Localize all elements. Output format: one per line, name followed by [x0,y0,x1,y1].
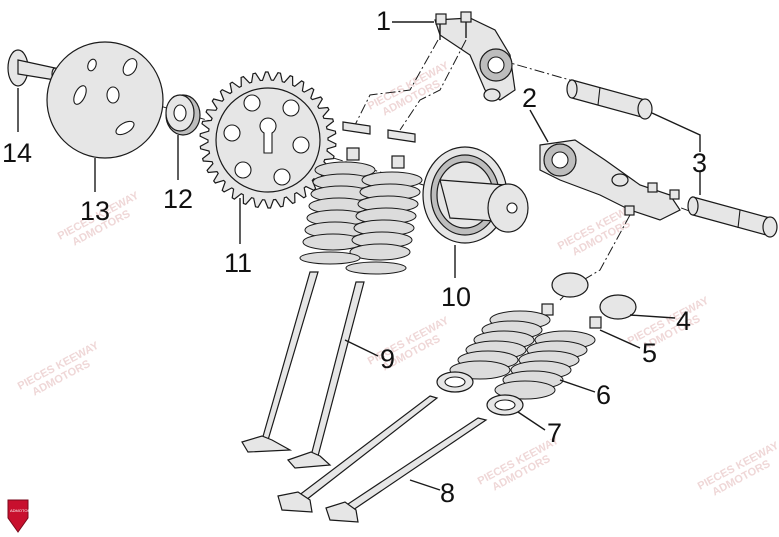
leader-9 [344,339,379,357]
part-12-spacer [165,94,201,136]
axis-line-valve-left [354,39,439,126]
leader-2 [529,109,549,143]
leader-8 [409,479,441,491]
part-6-valve-spring-left [449,310,551,380]
leader-4 [629,314,676,319]
callout-8: 8 [440,478,455,508]
leader-3-upper [651,112,701,152]
part-9-valve-left [241,271,319,453]
leader-lines [17,21,701,491]
part-8-valve-left [277,395,439,513]
part-9-valve-right [286,281,365,469]
part-10-camshaft [422,146,529,244]
part-7-spring-seat [436,371,524,416]
leader-5 [599,329,641,349]
part-spring-seat-upper [299,251,407,275]
callout-14: 14 [2,138,32,168]
callout-6: 6 [596,380,611,410]
part-13-plate [46,41,164,159]
callout-4: 4 [676,306,691,336]
leader-6 [559,379,596,393]
part-6-valve-spring-right [494,330,596,400]
callout-1: 1 [376,6,391,36]
part-3-rocker-shaft-lower [687,196,778,238]
callout-3: 3 [692,148,707,178]
part-3-rocker-shaft-upper [566,79,653,120]
axis-line-valve-right [399,39,467,131]
callout-5: 5 [642,338,657,368]
part-1-rocker-arm-upper [434,11,516,102]
part-4-retainer [541,272,637,329]
axis-line-valve-lower [559,214,631,301]
callout-12: 12 [163,184,193,214]
callout-10: 10 [441,282,471,312]
part-valve-spring-upper-right [349,171,423,261]
callout-11: 11 [224,248,252,278]
logo-text: ADMOTORS [10,508,33,513]
part-8-valve-right [325,417,488,523]
callout-13: 13 [80,196,110,226]
part-retainer-right [387,129,416,169]
leader-7 [517,411,546,431]
callout-labels: 1 2 3 4 5 6 7 8 9 10 11 12 13 14 [2,6,707,508]
part-11-sprocket [199,71,337,209]
callout-2: 2 [522,83,537,113]
callout-9: 9 [380,344,395,374]
brand-logo: ADMOTORS [7,499,33,533]
callout-7: 7 [547,418,562,448]
part-retainer-left [342,121,371,161]
part-2-rocker-arm-lower [539,139,681,221]
